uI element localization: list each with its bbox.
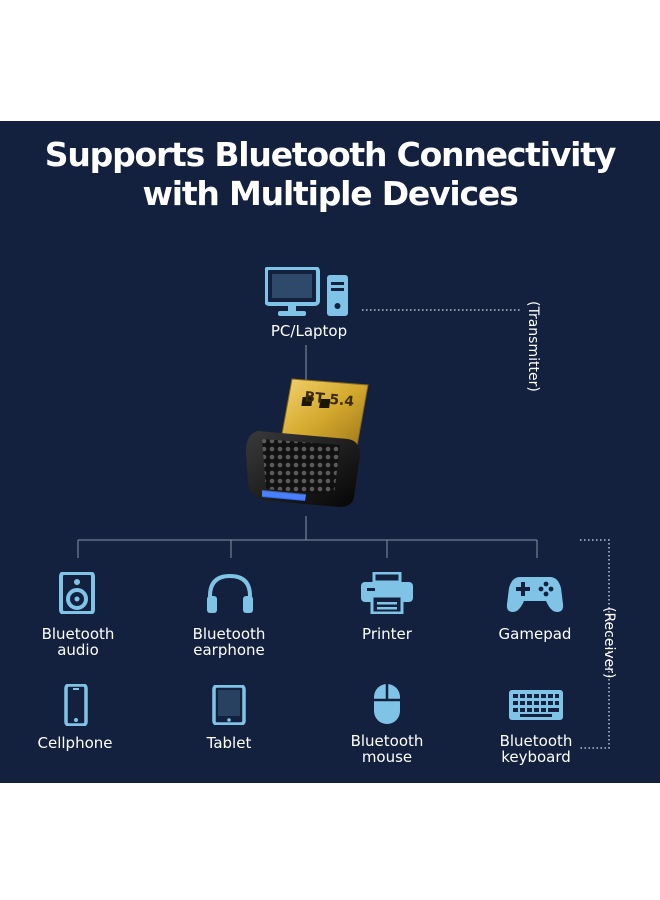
mouse-icon bbox=[374, 684, 400, 724]
infographic-panel: Supports Bluetooth Connectivity with Mul… bbox=[0, 121, 660, 783]
speaker-icon bbox=[59, 572, 95, 614]
device-label-bluetooth-earphone: Bluetooth earphone bbox=[192, 625, 266, 659]
usb-adapter-icon: BT 5.4 bbox=[246, 378, 369, 507]
device-label-bluetooth-audio: Bluetooth audio bbox=[41, 625, 115, 659]
phone-icon bbox=[64, 684, 88, 726]
title-line-2: with Multiple Devices bbox=[142, 174, 518, 213]
device-label-bluetooth-mouse: Bluetooth mouse bbox=[350, 732, 424, 766]
pc-laptop-icon bbox=[265, 267, 348, 316]
keyboard-icon bbox=[509, 690, 563, 720]
page-title: Supports Bluetooth Connectivity with Mul… bbox=[0, 135, 660, 213]
receiver-label: (Receiver) bbox=[601, 607, 617, 679]
device-label-tablet: Tablet bbox=[206, 734, 252, 752]
tablet-icon bbox=[212, 685, 246, 725]
connector-lines bbox=[77, 309, 610, 749]
adapter-label: BT 5.4 bbox=[304, 389, 356, 410]
gamepad-icon bbox=[506, 577, 564, 612]
headphones-icon bbox=[207, 573, 253, 613]
device-label-printer: Printer bbox=[362, 625, 412, 643]
device-label-gamepad: Gamepad bbox=[498, 625, 572, 643]
device-label-cellphone: Cellphone bbox=[37, 734, 113, 752]
printer-icon bbox=[361, 572, 413, 614]
transmitter-label: (Transmitter) bbox=[525, 301, 541, 392]
title-line-1: Supports Bluetooth Connectivity bbox=[44, 135, 617, 174]
pc-laptop-label: PC/Laptop bbox=[270, 322, 348, 340]
device-label-bluetooth-keyboard: Bluetooth keyboard bbox=[499, 732, 573, 766]
